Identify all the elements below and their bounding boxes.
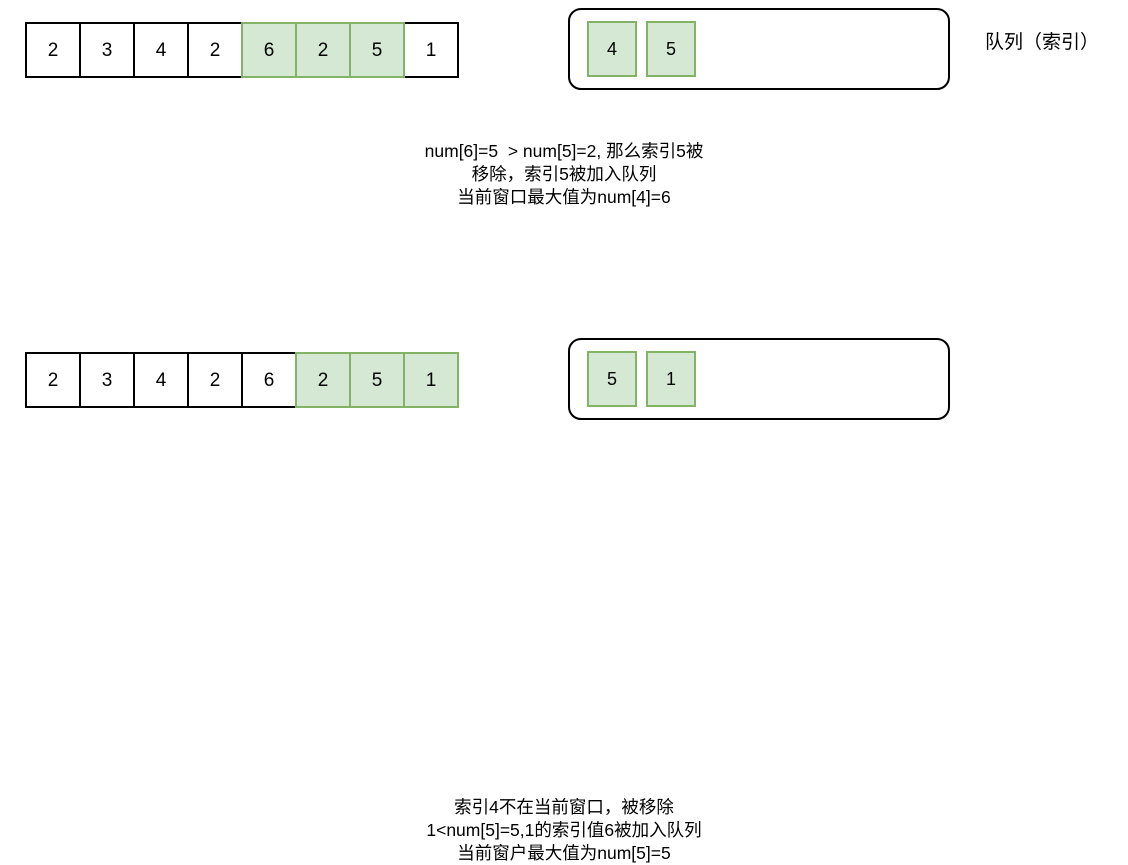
array-cell-highlighted: 2 [295, 22, 351, 78]
queue-cell: 5 [587, 351, 637, 407]
array-cell: 4 [133, 22, 189, 78]
caption-line: 移除，索引5被加入队列 [471, 164, 657, 184]
caption-line: 当前窗口最大值为num[4]=6 [457, 187, 671, 207]
array-cell: 4 [133, 352, 189, 408]
array-cell: 2 [187, 352, 243, 408]
array-cell-highlighted: 6 [241, 22, 297, 78]
array-cell-highlighted: 5 [349, 22, 405, 78]
caption-line: 1<num[5]=5,1的索引值6被加入队列 [426, 820, 702, 840]
caption-line: 索引4不在当前窗口，被移除 [454, 797, 674, 817]
array-cell-highlighted: 2 [295, 352, 351, 408]
array-cell-highlighted: 5 [349, 352, 405, 408]
array-cell: 3 [79, 352, 135, 408]
caption-line: num[6]=5 > num[5]=2, 那么索引5被 [424, 141, 704, 161]
array-cell: 3 [79, 22, 135, 78]
queue-cell: 1 [646, 351, 696, 407]
queue-cell: 5 [646, 21, 696, 77]
queue-label-1: 队列（索引） [985, 32, 1100, 53]
step-caption-1: num[6]=5 > num[5]=2, 那么索引5被移除，索引5被加入队列当前… [0, 140, 1128, 209]
array-cell: 1 [403, 22, 459, 78]
step-caption-2: 索引4不在当前窗口，被移除 1<num[5]=5,1的索引值6被加入队列当前窗户最… [0, 796, 1128, 865]
array-cell: 6 [241, 352, 297, 408]
array-cell: 2 [187, 22, 243, 78]
array-cell: 2 [25, 352, 81, 408]
array-cell-highlighted: 1 [403, 352, 459, 408]
queue-cell: 4 [587, 21, 637, 77]
caption-line: 当前窗户最大值为num[5]=5 [457, 843, 671, 863]
array-cell: 2 [25, 22, 81, 78]
